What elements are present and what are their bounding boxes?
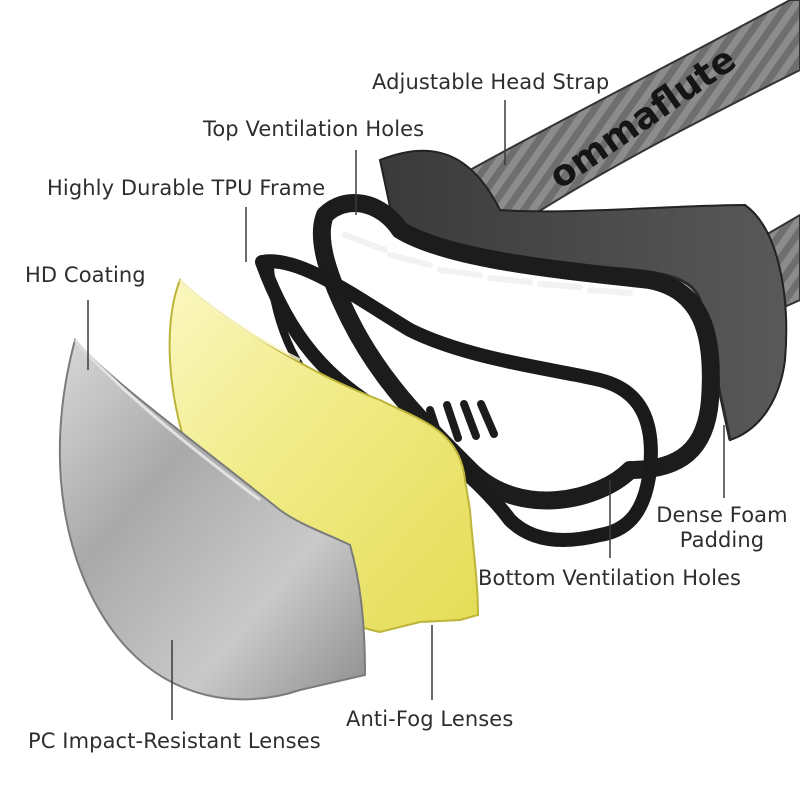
label-hd-coating: HD Coating: [25, 263, 146, 287]
label-pc-lens: PC Impact-Resistant Lenses: [28, 729, 321, 753]
label-bottom-vent: Bottom Ventilation Holes: [478, 566, 742, 590]
label-head-strap: Adjustable Head Strap: [372, 70, 610, 94]
pc-impact-lens: [58, 337, 367, 701]
label-foam-line1: Dense Foam: [656, 503, 788, 527]
label-anti-fog: Anti-Fog Lenses: [346, 707, 514, 731]
leader-lines: [87, 100, 725, 720]
foam-padding: [378, 149, 788, 442]
label-top-vent: Top Ventilation Holes: [203, 117, 425, 141]
label-foam-line2: Padding: [679, 528, 765, 552]
label-tpu-frame: Highly Durable TPU Frame: [47, 176, 326, 200]
rear-frame: [312, 194, 720, 510]
label-foam-padding: Dense Foam Padding: [652, 503, 792, 553]
